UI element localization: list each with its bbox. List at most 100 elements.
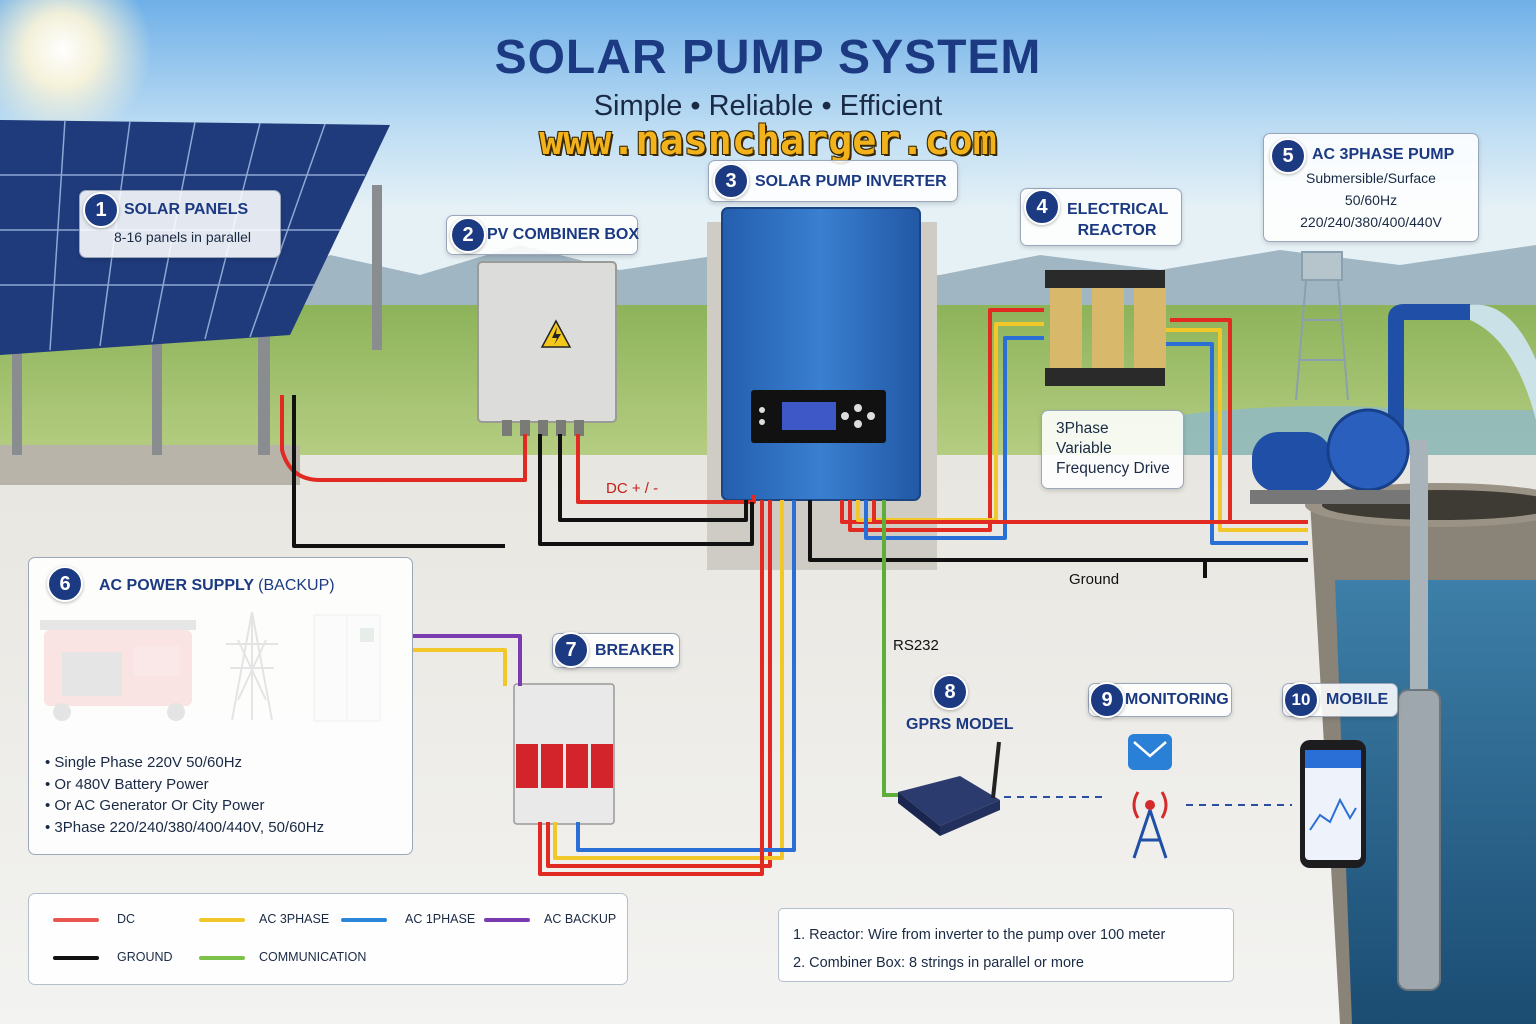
surface-pump-volute [1326,408,1410,492]
circuit-breaker [513,683,615,825]
callout-solar-pump-inverter: 3 SOLAR PUMP INVERTER [708,160,958,202]
badge-number: 1 [83,192,119,228]
legend-label: AC 3PHASE [259,912,330,926]
list-item: Single Phase 220V 50/60Hz [45,752,324,774]
reactor-frame [1045,270,1165,288]
panel-support-post [12,325,22,455]
callout-title-suffix: (BACKUP) [258,577,335,594]
callout-pv-combiner-box: 2 PV COMBINER BOX [446,215,640,255]
badge-number: 2 [450,217,486,253]
water-jet [1470,304,1536,420]
riser-pipe [1410,440,1428,690]
water-tower [1295,251,1349,401]
callout-title-main: AC POWER SUPPLY [99,577,254,594]
page-title: SOLAR PUMP SYSTEM [494,31,1042,84]
callout-title: SOLAR PANELS [124,201,249,218]
callout-ac-3phase-pump: 5 AC 3PHASE PUMP Submersible/Surface 50/… [1263,133,1479,242]
badge-number: 4 [1024,189,1060,225]
website-url[interactable]: www.nasncharger.com [539,118,997,164]
legend-swatch [484,918,530,922]
wire-legend: DC AC 3PHASE AC 1PHASE AC BACKUP GROUND … [28,893,628,985]
antenna-tower-icon [1132,791,1168,859]
legend-label: GROUND [117,950,173,964]
legend-label: COMMUNICATION [259,950,367,964]
legend-swatch [341,918,387,922]
badge-number: 7 [553,632,589,668]
callout-mobile: 10 MOBILE [1282,682,1398,718]
legend-label: AC BACKUP [544,912,617,926]
vfd-line: Frequency Drive [1056,460,1170,477]
callout-solar-panels: 1 SOLAR PANELS 8-16 panels in parallel [79,190,281,258]
combiner-glands [502,420,584,436]
inverter-lcd [782,402,836,430]
gprs-modem [898,741,1001,836]
concrete-slab [0,445,300,485]
callout-breaker: 7 BREAKER [552,632,680,668]
ac-3phase-wires [808,308,1308,578]
legend-swatch [53,956,99,960]
notes-list: 1. Reactor: Wire from inverter to the pu… [793,921,1165,977]
backup-wires [412,634,522,686]
lightning-icon [552,327,561,345]
power-supply-list: Single Phase 220V 50/60Hz Or 480V Batter… [45,752,324,838]
callout-monitoring: 9 MONITORING [1088,682,1232,718]
sun [0,0,152,140]
badge-number: 5 [1270,138,1306,174]
dc-wire-label: DC + / - [606,480,659,497]
callout-title: ELECTRICAL REACTOR [1067,201,1169,239]
panel-support-post [372,185,382,350]
legend-swatch [53,918,99,922]
submersible-pump [1397,689,1441,991]
legend-swatch [199,956,245,960]
callout-title-gprs: GPRS MODEL [906,716,1014,733]
outlet-pipe [1388,304,1470,440]
rs232-wire-label: RS232 [893,637,939,654]
badge-number: 10 [1283,682,1319,718]
note-item: 1. Reactor: Wire from inverter to the pu… [793,927,1166,943]
callout-ac-power-supply: 6 AC POWER SUPPLY (BACKUP) Single Phase … [28,557,413,855]
inverter-body [721,207,921,501]
note-item: 2. Combiner Box: 8 strings in parallel o… [793,955,1084,971]
inverter-buttons [759,404,875,428]
pv-combiner-box [477,261,617,436]
callout-title: MOBILE [1326,691,1389,708]
dc-wires [280,395,756,548]
callout-title: BREAKER [595,642,675,659]
pump-base [1250,490,1410,504]
callout-title: SOLAR PUMP INVERTER [755,173,947,190]
reactor-frame [1045,368,1165,386]
email-icon [1128,734,1172,770]
pump-pipework [1250,304,1536,991]
pump-voltage: 220/240/380/400/440V [1300,214,1442,230]
callout-title: AC 3PHASE PUMP [1312,146,1455,163]
notes-box: 1. Reactor: Wire from inverter to the pu… [778,908,1234,982]
reactor-coil [1092,288,1124,368]
solar-pump-inverter [707,207,937,570]
callout-title: AC POWER SUPPLY (BACKUP) [99,577,335,595]
list-item: Or AC Generator Or City Power [45,795,324,817]
callout-title: PV COMBINER BOX [487,226,640,243]
legend-swatch [199,918,245,922]
reactor-coil [1134,288,1166,368]
pump-frequency: 50/60Hz [1344,192,1398,208]
reactor-coil [1050,288,1082,368]
list-item: 3Phase 220/240/380/400/440V, 50/60Hz [45,817,324,839]
legend-label: DC [117,912,136,926]
badge-number: 6 [47,566,83,602]
inverter-to-breaker-wires [538,500,796,876]
badge-number: 3 [713,163,749,199]
pump-type: Submersible/Surface [1306,170,1436,186]
vfd-line: Variable [1056,440,1112,457]
callout-detail: 8-16 panels in parallel [114,229,251,245]
callout-title: MONITORING [1125,691,1229,708]
surface-pump-motor [1252,432,1332,492]
badge-number: 8 [932,674,968,710]
vfd-line: 3Phase [1056,420,1109,437]
legend-label: AC 1PHASE [405,912,476,926]
electrical-reactor [1045,270,1166,386]
list-item: Or 480V Battery Power [45,774,324,796]
panel-support-post [152,325,162,455]
vfd-label-box: 3Phase Variable Frequency Drive [1041,410,1184,489]
page-subtitle: Simple • Reliable • Efficient [593,90,943,122]
